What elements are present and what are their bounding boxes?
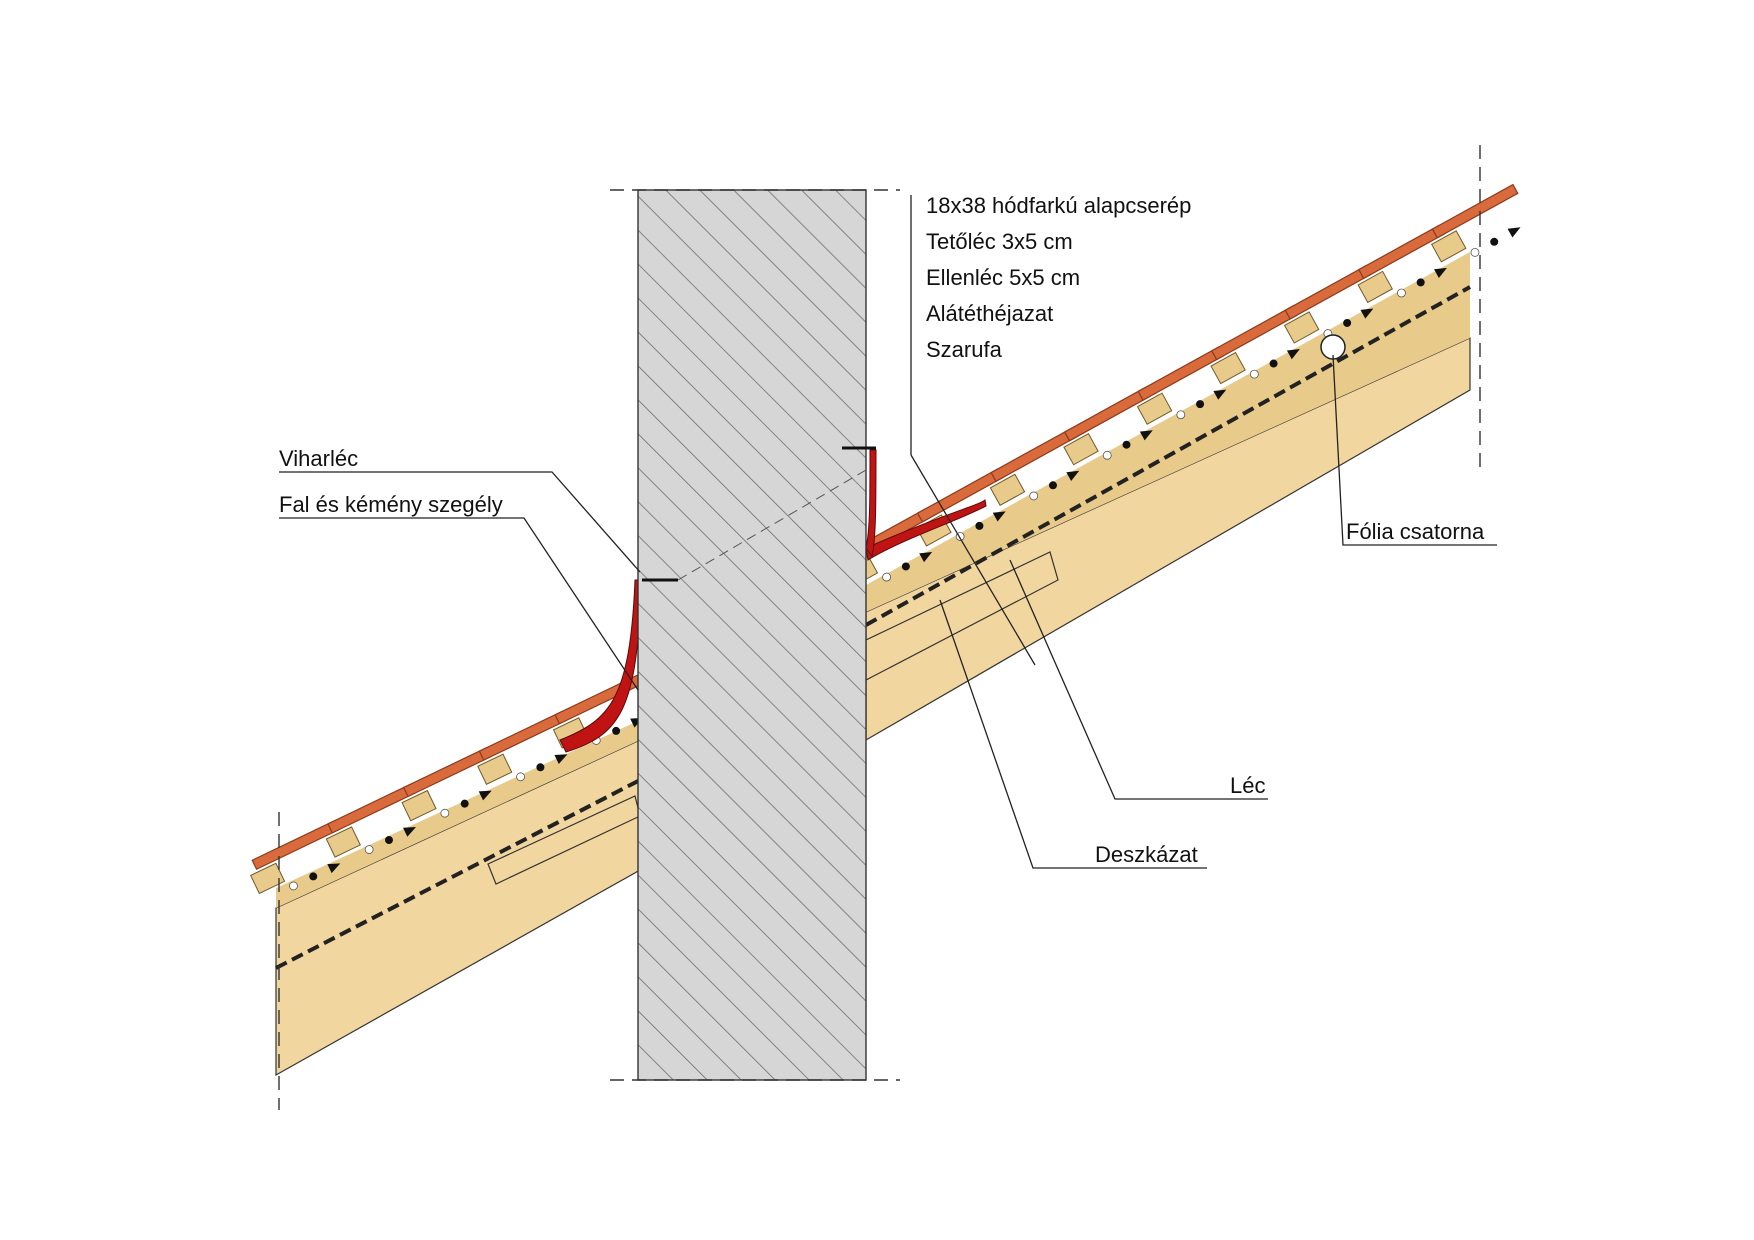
right-marker-open-5 — [1249, 369, 1259, 379]
right-tile-7 — [1358, 224, 1446, 280]
right-tile-3 — [1063, 386, 1151, 442]
left-batten-0 — [249, 862, 286, 895]
right-marker-open-2 — [1029, 491, 1039, 501]
layer-stack-item-2: Ellenléc 5x5 cm — [926, 265, 1080, 290]
right-tile-5 — [1210, 305, 1298, 361]
callout-folia-csatorna: Fólia csatorna — [1346, 519, 1485, 544]
left-marker-arrow-0 — [327, 863, 341, 874]
left-marker-open-1 — [364, 845, 374, 854]
left-marker-solid-1 — [384, 836, 393, 845]
right-marker-open-0 — [882, 572, 892, 582]
right-batten-6 — [1283, 311, 1320, 344]
viharlec-leader — [279, 471, 641, 573]
cut-lines — [278, 145, 1481, 1110]
left-marker-solid-3 — [536, 763, 545, 772]
right-tile-2 — [990, 427, 1078, 483]
callout-deszkazat: Deszkázat — [1095, 842, 1198, 867]
right-marker-open-8 — [1470, 248, 1480, 257]
deszkazat-leader — [939, 599, 1207, 869]
underlay-membrane-left — [275, 778, 641, 970]
callout-viharlec: Viharléc — [279, 446, 358, 471]
right-marker-solid-8 — [1490, 237, 1499, 246]
left-marker-arrow-3 — [554, 754, 568, 764]
right-marker-solid-6 — [1343, 318, 1352, 327]
fal-kemeny-szegely-leader — [279, 517, 639, 691]
right-marker-solid-1 — [975, 521, 984, 530]
left-marker-arrow-2 — [478, 790, 492, 801]
right-marker-solid-5 — [1269, 359, 1278, 368]
right-marker-solid-3 — [1122, 440, 1131, 449]
left-marker-solid-2 — [460, 799, 469, 808]
right-tile-8 — [1431, 183, 1519, 239]
left-marker-open-2 — [440, 808, 450, 818]
chimney-body — [637, 189, 867, 1081]
tiles-right — [843, 183, 1519, 564]
left-tile-3 — [478, 710, 568, 761]
batten-markers-right — [882, 227, 1521, 582]
wall-chimney-flashing-right — [865, 498, 987, 561]
counter-batten-layer-right — [866, 252, 1470, 612]
left-tile-1 — [327, 783, 417, 834]
right-marker-solid-4 — [1196, 400, 1205, 409]
left-batten-2 — [401, 789, 437, 822]
rafter-left — [275, 739, 641, 1077]
leader-lines — [279, 195, 1497, 869]
layer-stack-item-1: Tetőléc 3x5 cm — [926, 229, 1073, 254]
left-batten-3 — [477, 753, 513, 785]
left-marker-solid-0 — [309, 872, 318, 881]
right-batten-7 — [1357, 270, 1393, 304]
underlay-membrane-right — [865, 285, 1471, 627]
roof-left-section — [249, 579, 644, 1077]
right-batten-5 — [1210, 351, 1246, 385]
callout-lec: Léc — [1230, 773, 1265, 798]
right-marker-open-3 — [1102, 450, 1112, 460]
right-marker-solid-0 — [901, 562, 910, 571]
layer-stack-item-3: Alátéthéjazat — [926, 301, 1053, 326]
layer-stack-item-4: Szarufa — [926, 337, 1003, 362]
right-batten-3 — [1063, 433, 1099, 466]
callout-labels: Viharléc Fal és kémény szegély Fólia csa… — [279, 446, 1485, 867]
left-batten-1 — [325, 826, 361, 858]
layer-stack-item-0: 18x38 hódfarkú alapcserép — [926, 193, 1191, 218]
right-marker-solid-7 — [1416, 278, 1425, 287]
right-tile-6 — [1284, 264, 1372, 320]
right-marker-arrow-8 — [1507, 227, 1521, 238]
left-tile-0 — [251, 819, 341, 871]
right-marker-arrow-1 — [992, 511, 1006, 522]
layer-stack-labels: 18x38 hódfarkú alapcserép Tetőléc 3x5 cm… — [926, 193, 1191, 362]
right-batten-8 — [1430, 230, 1467, 263]
right-marker-open-7 — [1397, 288, 1406, 298]
layer-stack-leader-diagonal — [910, 454, 1036, 666]
right-tile-4 — [1137, 346, 1225, 401]
right-batten-2 — [989, 473, 1026, 507]
right-marker-arrow-5 — [1286, 349, 1300, 360]
right-marker-arrow-0 — [919, 551, 933, 563]
left-marker-open-3 — [516, 772, 525, 782]
chimney-hidden-line — [677, 469, 867, 581]
chimney — [637, 189, 876, 1081]
roof-right-section — [842, 183, 1521, 742]
right-marker-arrow-4 — [1213, 389, 1227, 400]
right-marker-arrow-3 — [1139, 430, 1153, 441]
left-tile-2 — [402, 746, 492, 798]
chimney-flashing-upturn-right — [865, 449, 877, 558]
left-marker-open-0 — [289, 881, 298, 891]
right-marker-solid-2 — [1048, 481, 1057, 490]
right-marker-open-4 — [1176, 410, 1186, 420]
counter-batten-layer-left — [276, 720, 640, 908]
right-marker-arrow-6 — [1360, 308, 1374, 319]
left-marker-solid-4 — [612, 726, 621, 735]
callout-fal-kemeny-szegely: Fal és kémény szegély — [279, 492, 503, 517]
right-batten-4 — [1136, 392, 1173, 425]
right-marker-arrow-2 — [1066, 470, 1080, 481]
right-marker-arrow-7 — [1434, 267, 1447, 279]
lec-leader — [1009, 559, 1268, 800]
folia-csatorna-leader — [1332, 354, 1497, 546]
left-marker-arrow-1 — [403, 827, 417, 837]
